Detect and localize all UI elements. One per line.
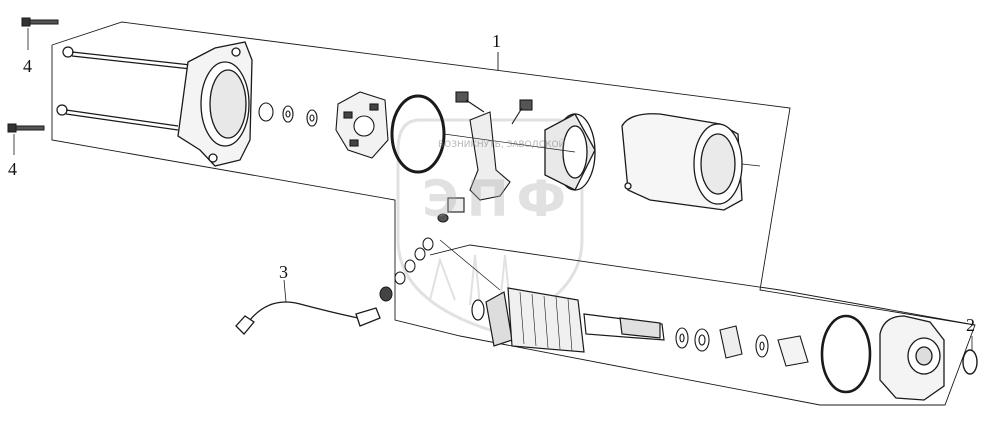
small-parts-upper [258, 102, 318, 127]
small-parts-lower [675, 325, 809, 367]
through-bolts [56, 46, 201, 131]
callout-3: 3 [279, 262, 288, 282]
motor-yoke [621, 113, 743, 211]
callout-1: 1 [492, 31, 501, 51]
leader-lines [439, 133, 761, 291]
brush-bracket [437, 91, 533, 223]
starter-cable [235, 279, 381, 335]
rear-cover [879, 315, 945, 401]
front-housing [177, 41, 253, 167]
small-o-ring [962, 349, 978, 375]
watermark-small-text: ВОЗНИКНУТЬ, ЗАВОДСКОЙ [438, 140, 566, 150]
brush-plate [335, 91, 389, 159]
bolt-4a [21, 17, 59, 50]
callout-4-bottom: 4 [8, 159, 17, 179]
watermark-main-text: ЭПФ [422, 170, 575, 228]
o-ring-lower [820, 314, 872, 394]
assembly-outline-lower [429, 244, 976, 326]
callout-2: 2 [966, 315, 975, 335]
bolt-4b [7, 123, 45, 155]
terminal-nuts [379, 237, 434, 302]
armature [471, 287, 665, 353]
assembly-outline-upper [51, 21, 976, 406]
callout-4-top: 4 [23, 56, 32, 76]
